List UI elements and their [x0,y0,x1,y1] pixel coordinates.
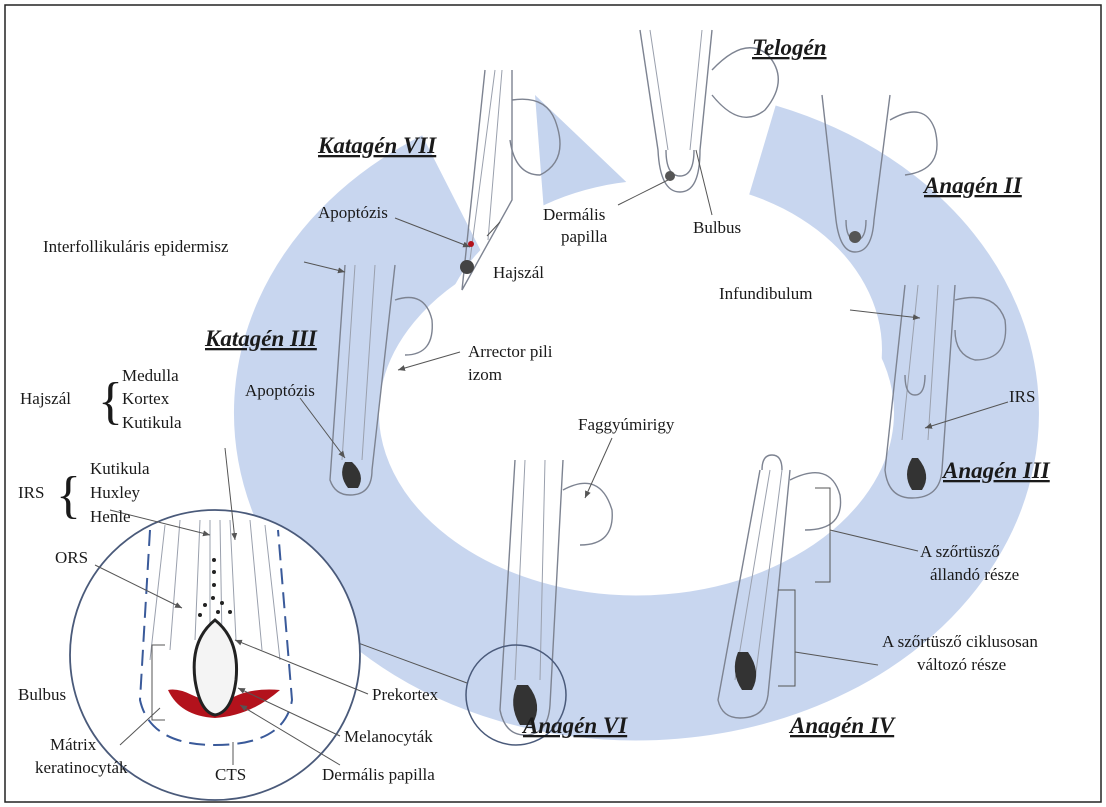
stage-telogen: Telogén [752,35,827,60]
inset-cts: CTS [215,765,246,784]
stage-anagen-iv: Anagén IV [788,713,896,738]
label-infundibulum: Infundibulum [719,284,813,303]
legend-hair-part: Kortex [122,389,170,408]
legend-hair-part: Medulla [122,366,179,385]
label-arrector-2: izom [468,365,502,384]
label-apoptosis-left: Apoptózis [245,381,315,400]
stage-anagen-ii: Anagén II [922,173,1023,198]
inset-dermal-papilla: Dermális papilla [322,765,435,784]
stage-katagen-iii: Katagén III [204,326,318,351]
stage-anagen-vi: Anagén VI [521,713,628,738]
label-dermal-papilla-2: papilla [561,227,608,246]
label-bulbus-top: Bulbus [693,218,741,237]
label-cyclic-2: változó része [917,655,1006,674]
legend-irs: IRS { Kutikula Huxley Henle [18,459,150,526]
inset-prekortex: Prekortex [372,685,439,704]
inset-bulbus: Bulbus [18,685,66,704]
inset-melanocytes: Melanocyták [344,727,433,746]
legend-hair-brace: { [98,373,123,430]
label-apoptosis-top: Apoptózis [318,203,388,222]
label-cyclic-1: A szőrtüsző ciklusosan [882,632,1038,651]
legend-hair: Hajszál { Medulla Kortex Kutikula [20,366,182,432]
cycle-arrow [306,95,966,668]
legend-hair-group: Hajszál [20,389,71,408]
inset-matrix-2: keratinocyták [35,758,128,777]
inset-ors: ORS [55,548,88,567]
stage-anagen-iii: Anagén III [941,458,1051,483]
label-sebaceous: Faggyúmirigy [578,415,675,434]
legend-irs-part: Huxley [90,483,141,502]
stage-katagen-vii: Katagén VII [317,133,437,158]
label-permanent-2: állandó része [930,565,1019,584]
legend-hair-part: Kutikula [122,413,182,432]
label-permanent-1: A szőrtüsző [920,542,1000,561]
legend-irs-brace: { [56,467,81,524]
bulb-inset [70,510,360,800]
legend-irs-group: IRS [18,483,44,502]
legend-irs-part: Henle [90,507,131,526]
label-interfollicular: Interfollikuláris epidermisz [43,237,229,256]
label-irs-right: IRS [1009,387,1035,406]
legend-irs-part: Kutikula [90,459,150,478]
label-dermal-papilla-1: Dermális [543,205,605,224]
label-hajszal-mid: Hajszál [493,263,544,282]
inset-matrix-1: Mátrix [50,735,97,754]
label-arrector-1: Arrector pili [468,342,553,361]
